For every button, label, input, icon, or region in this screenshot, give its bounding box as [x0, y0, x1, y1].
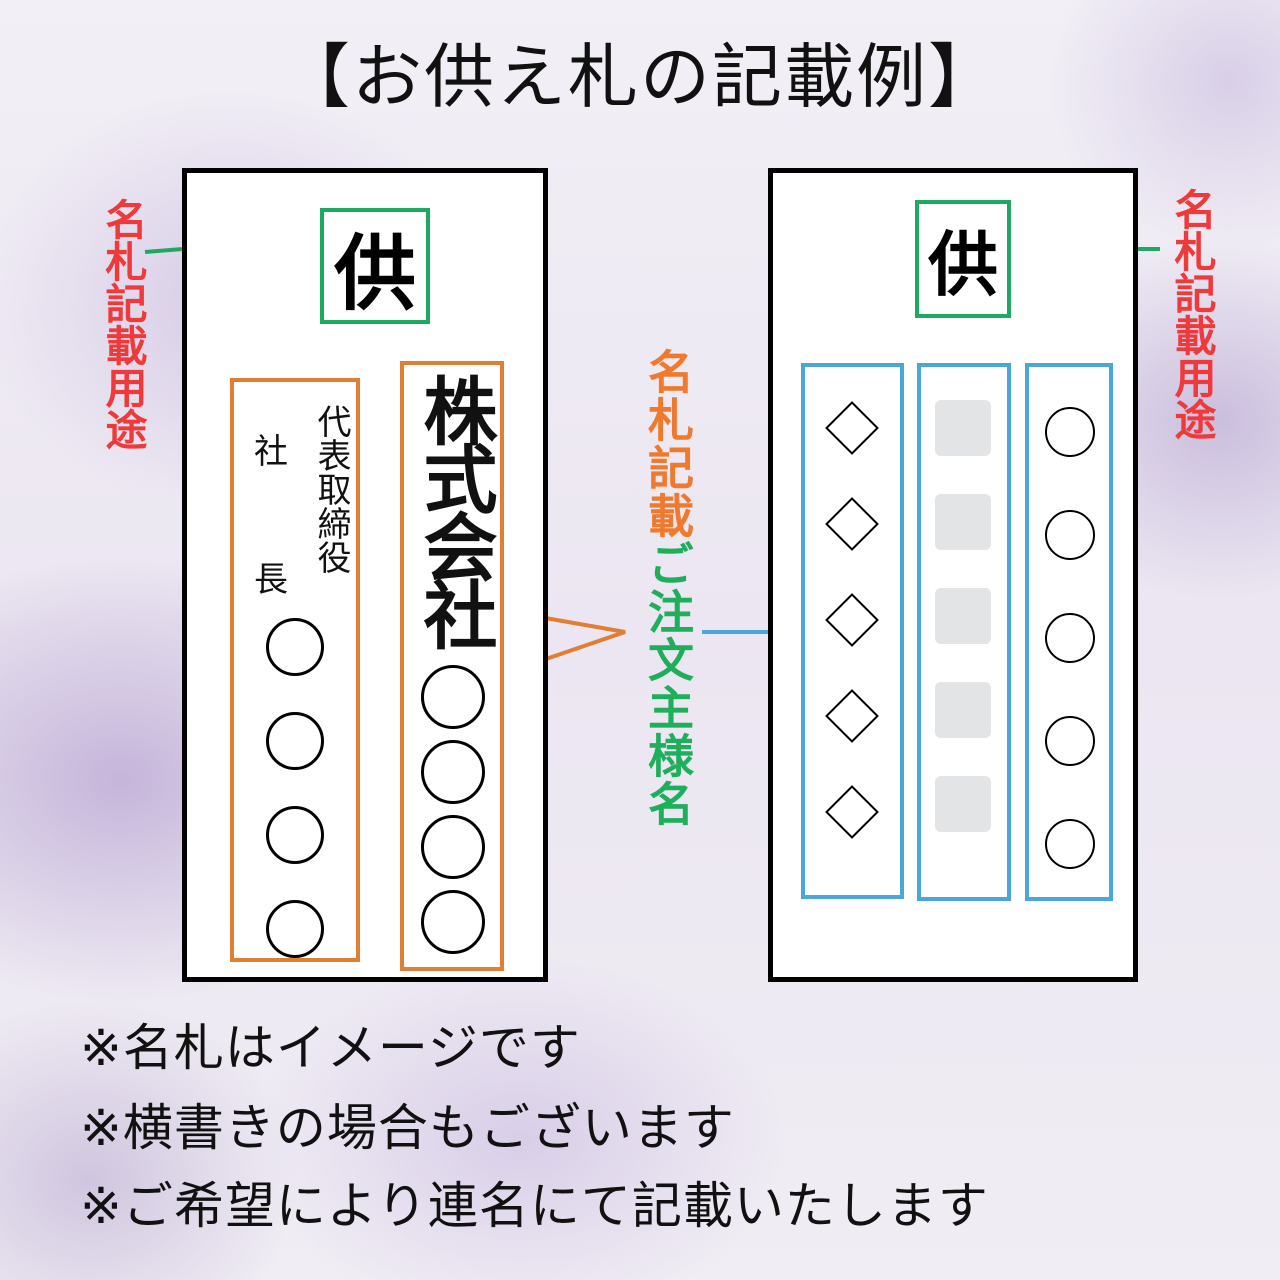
gray-block — [935, 588, 991, 644]
left-offering-box: 供 — [320, 208, 430, 324]
gray-block — [935, 494, 991, 550]
title-char-sha: 社 — [254, 432, 288, 472]
left-title-column: 代表取締役 社 長 — [230, 378, 360, 962]
nameplate-label: 名札記載 — [641, 348, 695, 540]
diamond-icon — [825, 689, 879, 743]
circle-icon — [266, 900, 324, 958]
right-column-circles — [1025, 363, 1113, 901]
right-usage-label: 名札記載用途 — [1168, 188, 1217, 440]
circle-icon — [1045, 510, 1095, 560]
left-usage-label: 名札記載用途 — [99, 198, 148, 450]
right-nameplate-card: 供 — [768, 168, 1138, 982]
left-company-column: 株式会社 — [400, 361, 504, 971]
diamond-icon — [825, 401, 879, 455]
right-column-blocks — [917, 363, 1011, 901]
circle-icon — [1045, 613, 1095, 663]
title-role-text: 代表取締役 — [311, 404, 351, 574]
note-horizontal: ※横書きの場合もございます — [80, 1099, 735, 1157]
note-image-only: ※名札はイメージです — [80, 1019, 581, 1077]
customer-name-label: ご注文主様名 — [641, 540, 695, 828]
circle-icon — [1045, 716, 1095, 766]
gray-block — [935, 400, 991, 456]
circle-icon — [421, 740, 485, 804]
company-text: 株式会社 — [411, 373, 497, 645]
gray-block — [935, 776, 991, 832]
note-joint-names: ※ご希望により連名にて記載いたします — [80, 1177, 989, 1235]
circle-icon — [421, 890, 485, 954]
left-nameplate-card: 供 代表取締役 社 長 株式会社 — [182, 168, 548, 982]
circle-icon — [266, 806, 324, 864]
right-offering-box: 供 — [915, 200, 1011, 318]
diamond-icon — [825, 785, 879, 839]
center-label: 名札記載ご注文主様名 — [636, 348, 700, 828]
circle-icon — [1045, 819, 1095, 869]
circle-icon — [266, 712, 324, 770]
diamond-icon — [825, 593, 879, 647]
circle-icon — [1045, 407, 1095, 457]
title-char-cho: 長 — [254, 560, 288, 600]
gray-block — [935, 682, 991, 738]
diamond-icon — [825, 497, 879, 551]
circle-icon — [421, 665, 485, 729]
page-title: 【お供え札の記載例】 — [280, 36, 1000, 118]
right-column-diamonds-box — [801, 363, 904, 899]
circle-icon — [266, 618, 324, 676]
circle-icon — [421, 815, 485, 879]
